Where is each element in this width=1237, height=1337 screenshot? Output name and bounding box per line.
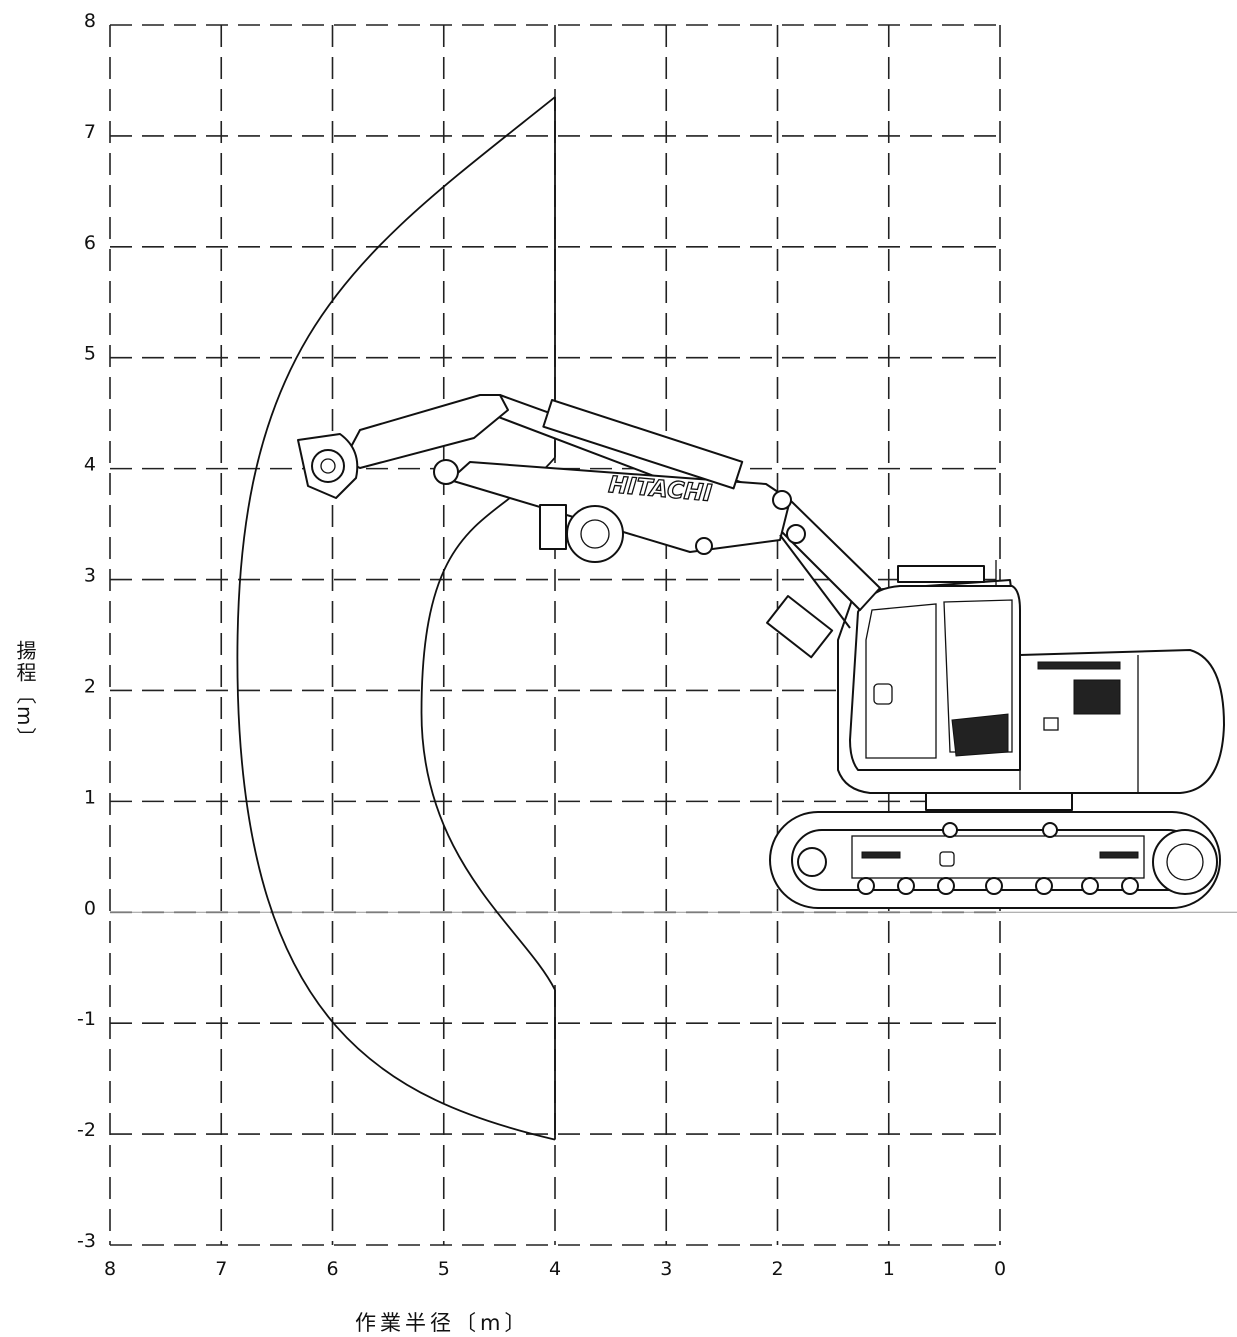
y-tick-5: 5 [84, 343, 96, 365]
y-tick--1: -1 [77, 1008, 96, 1030]
x-tick-0: 0 [994, 1258, 1006, 1280]
y-tick-3: 3 [84, 565, 96, 587]
inner-reach-boundary [420, 456, 556, 991]
sheave-wheel [566, 505, 624, 563]
y-tick-2: 2 [84, 675, 96, 697]
x-tick-5: 5 [438, 1258, 450, 1280]
x-tick-4: 4 [549, 1258, 561, 1280]
y-tick-0: 0 [84, 897, 96, 919]
x-tick-6: 6 [326, 1258, 338, 1280]
axis-ticks: 8 7 6 5 4 3 2 1 0 8 7 6 5 4 3 2 1 0 -1 -2 -3 [77, 10, 1006, 1280]
x-tick-7: 7 [215, 1258, 227, 1280]
arm [343, 394, 509, 469]
y-tick-7: 7 [84, 121, 96, 143]
boom-cylinder [542, 399, 744, 490]
engine-grille [1073, 679, 1121, 715]
x-axis-label: 作業半径〔m〕 [355, 1311, 530, 1335]
excavator-drawing: HITACHI [297, 394, 1225, 909]
x-tick-3: 3 [660, 1258, 672, 1280]
drive-sprocket [1152, 829, 1218, 895]
y-tick-8: 8 [84, 10, 96, 32]
x-tick-2: 2 [771, 1258, 783, 1280]
track-rollers [857, 877, 1139, 895]
outer-reach-boundary [236, 96, 556, 1141]
x-tick-8: 8 [104, 1258, 116, 1280]
y-tick-1: 1 [84, 786, 96, 808]
y-tick-4: 4 [84, 454, 96, 476]
y-tick--3: -3 [77, 1230, 96, 1252]
idler-wheel [797, 847, 827, 877]
working-envelope [236, 96, 556, 1141]
grid [109, 24, 1237, 1246]
y-tick-6: 6 [84, 232, 96, 254]
y-tick--2: -2 [77, 1119, 96, 1141]
x-tick-1: 1 [883, 1258, 895, 1280]
y-axis-label: 揚程〔m〕 [13, 640, 37, 750]
